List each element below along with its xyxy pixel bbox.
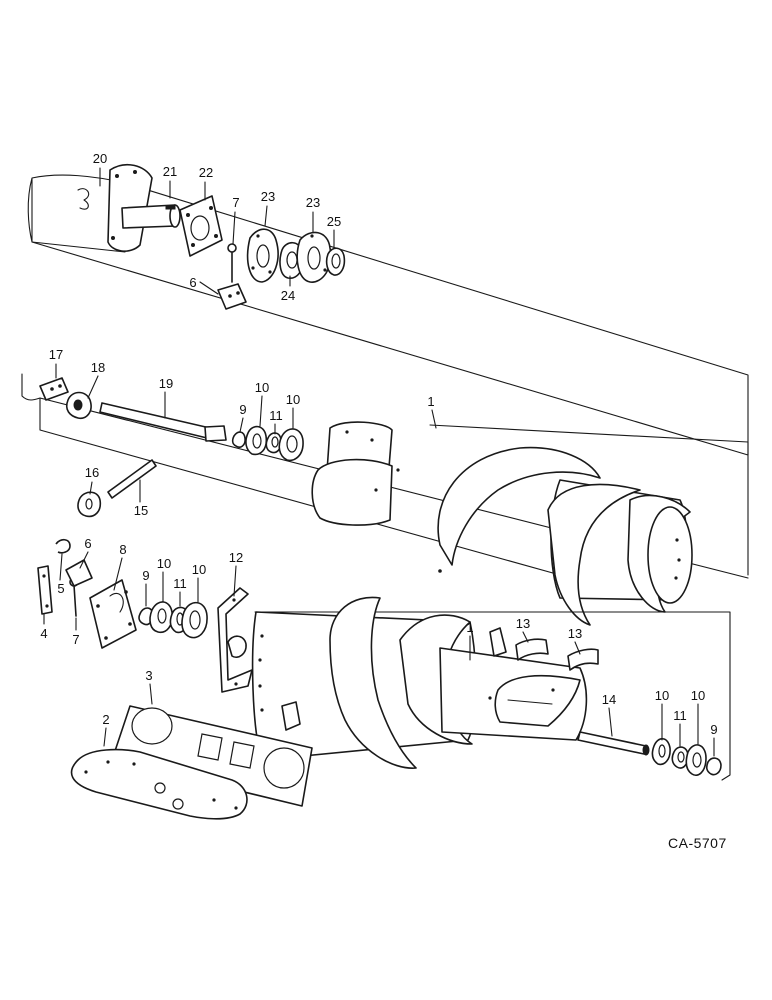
- part-12-hub: [227, 635, 247, 659]
- callout-9: 9: [239, 402, 246, 417]
- part-1-cover: [494, 674, 581, 727]
- callout-9: 9: [710, 722, 717, 737]
- part-8-slot: [109, 592, 124, 613]
- part-1-tab: [489, 627, 507, 657]
- callout-6: 6: [189, 275, 196, 290]
- part-9-nut-c: [705, 757, 722, 776]
- part-12-bracket: [217, 587, 253, 693]
- part-8-plate: [89, 579, 137, 649]
- part-1-lug: [281, 701, 301, 731]
- callout-10: 10: [192, 562, 206, 577]
- callout-14: 14: [602, 692, 616, 707]
- part-17-clip: [39, 377, 69, 401]
- callout-19: 19: [159, 376, 173, 391]
- callout-4: 4: [40, 626, 47, 641]
- part-6-angle: [217, 283, 247, 310]
- callout-10: 10: [286, 392, 300, 407]
- callout-7: 7: [232, 195, 239, 210]
- callout-1: 1: [427, 394, 434, 409]
- callout-10: 10: [655, 688, 669, 703]
- part-21-key: [165, 205, 176, 210]
- callout-23: 23: [306, 195, 320, 210]
- callout-2: 2: [102, 712, 109, 727]
- part-7-bolt-lower: [73, 584, 77, 617]
- callout-17: 17: [49, 347, 63, 362]
- part-1-flight-a: [437, 446, 601, 566]
- part-13-shim-a: [515, 638, 549, 661]
- callout-11: 11: [269, 408, 283, 423]
- callout-12: 12: [229, 550, 243, 565]
- callout-20: 20: [93, 151, 107, 166]
- shaft-end-mark: [77, 188, 90, 210]
- callout-labels: 20 21 22 7 23 23 25 24 6 17 18 19 10 10 …: [40, 151, 717, 737]
- top-shaft-assembly: [27, 163, 749, 456]
- part-1-tube-body: [311, 458, 393, 526]
- figure-reference: CA-5707: [668, 835, 727, 851]
- callout-10: 10: [691, 688, 705, 703]
- callout-22: 22: [199, 165, 213, 180]
- callout-13: 13: [568, 626, 582, 641]
- callout-25: 25: [327, 214, 341, 229]
- callout-11: 11: [673, 708, 687, 723]
- callout-3: 3: [145, 668, 152, 683]
- callout-15: 15: [134, 503, 148, 518]
- part-19-shaft-end: [204, 425, 227, 442]
- part-4-strap: [37, 565, 53, 615]
- callout-9: 9: [142, 568, 149, 583]
- callout-6: 6: [84, 536, 91, 551]
- part-13-shim-b: [567, 648, 599, 671]
- part-9-nut: [231, 431, 246, 448]
- part-15-rod: [107, 459, 157, 499]
- callout-13: 13: [516, 616, 530, 631]
- part-1-flight-d: [329, 596, 417, 769]
- callout-7: 7: [72, 632, 79, 647]
- lower-auger-assembly: [37, 538, 731, 820]
- callout-5: 5: [57, 581, 64, 596]
- top-phantom-line: [31, 241, 749, 456]
- callout-18: 18: [91, 360, 105, 375]
- part-19-shaft: [99, 402, 211, 439]
- callout-10: 10: [255, 380, 269, 395]
- callout-1: 1: [466, 620, 473, 635]
- middle-phantom-right: [429, 424, 749, 576]
- part-5-clip: [55, 538, 71, 554]
- callout-16: 16: [85, 465, 99, 480]
- part-1-tube-face: [647, 506, 693, 604]
- part-1-flight-b: [547, 483, 641, 626]
- callout-23: 23: [261, 189, 275, 204]
- callout-21: 21: [163, 164, 177, 179]
- callout-11: 11: [173, 576, 187, 591]
- callout-10: 10: [157, 556, 171, 571]
- callout-24: 24: [281, 288, 295, 303]
- lower-phantom-right: [719, 611, 731, 781]
- callout-8: 8: [119, 542, 126, 557]
- top-phantom-box: [124, 182, 749, 456]
- leader-lines: [43, 167, 715, 757]
- middle-auger-assembly: [21, 373, 749, 626]
- part-6-angle-lower: [65, 559, 93, 587]
- part-1-cover-slot: [507, 699, 553, 705]
